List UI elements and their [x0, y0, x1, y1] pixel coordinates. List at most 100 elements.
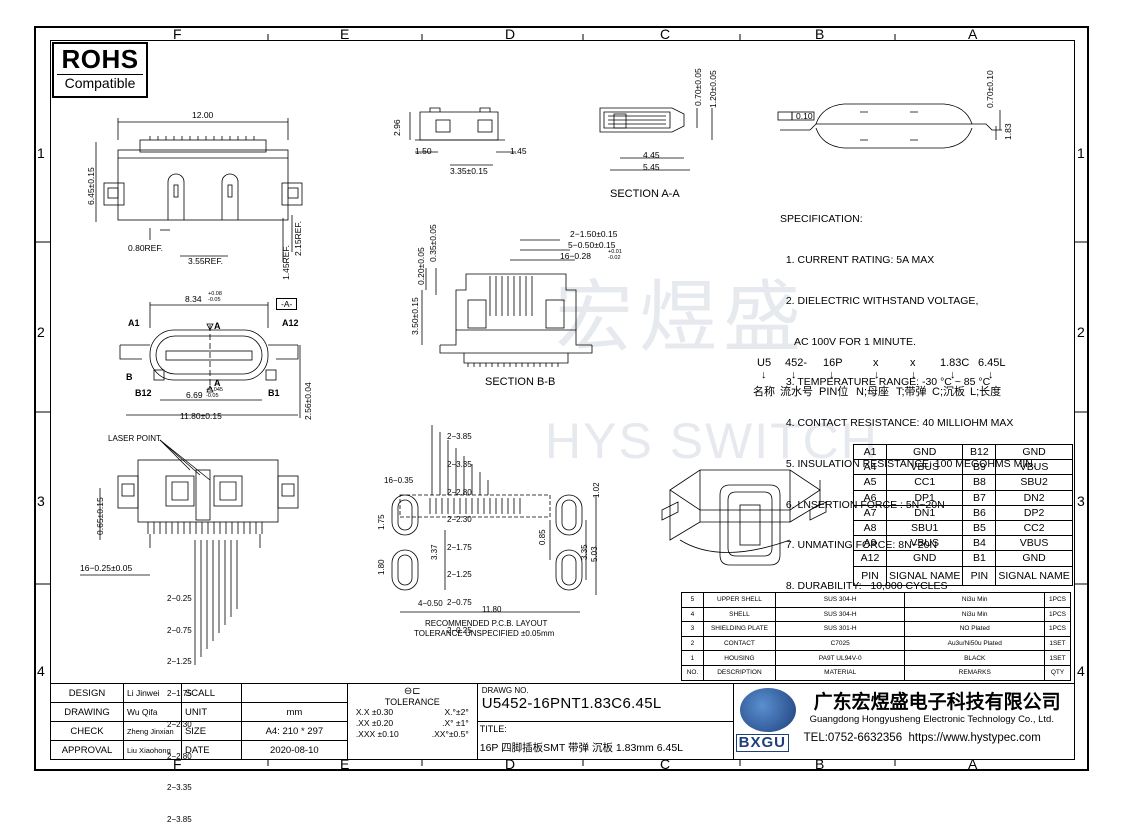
pcb-layout-tolerance: TOLERANCE UNSPECIFIED ±0.05mm: [414, 629, 555, 638]
dim-6-69-tolerance: +0.045 -0.05: [206, 387, 223, 399]
code-meaning-5: C;沉板: [932, 386, 965, 398]
section-a-a: [599, 107, 713, 171]
zone-right-2: 2: [1077, 324, 1085, 340]
material-cell: SUS 304-H: [774, 592, 906, 608]
material-cell: SHIELDING PLATE: [702, 621, 776, 637]
dim-5-03: 5.03: [590, 546, 599, 562]
section-a-mark-top: A: [214, 321, 221, 331]
top-view: [95, 118, 303, 262]
pin-cell: VBUS: [885, 459, 964, 476]
company-contact: TEL:0752-6632356 https://www.hystypec.co…: [804, 732, 1041, 744]
projection-symbol: ⊖⊏: [403, 686, 421, 697]
code-arrow-1: ↓: [791, 369, 797, 381]
dim-11-80-b: 11.80: [482, 605, 502, 614]
profile-view: [777, 103, 1002, 149]
dim-0-85: 0.85: [538, 529, 547, 545]
code-arrow-6: ↓: [988, 369, 994, 381]
code-meaning-3: N;母座: [856, 386, 889, 398]
pcb-dim-3: 2−2.30: [447, 515, 472, 525]
tb-drawing-name: Wu Qifa: [122, 702, 182, 722]
dim-1-83: 1.83: [1003, 123, 1013, 140]
pcb-dim-list: 2−3.85 2−3.35 2−2.80 2−2.30 2−1.75 2−1.2…: [447, 414, 472, 644]
pin-b12-label: B12: [135, 388, 152, 398]
spec-line-2: 2. DIELECTRIC WITHSTAND VOLTAGE,: [780, 294, 979, 307]
tb-drawing-label: DRAWING: [50, 702, 124, 722]
pin-cell: CC1: [885, 474, 964, 491]
zone-left-4: 4: [37, 663, 45, 679]
tb-title-cell: TITLE: 16P 四脚插板SMT 带弹 沉板 1.83mm 6.45L: [476, 721, 734, 760]
material-cell: Ni3u Min: [904, 606, 1045, 623]
dim-1-45: 1.45: [510, 146, 527, 156]
pin-cell: A6: [853, 489, 887, 506]
zone-top-f: F: [173, 26, 182, 42]
company-name-en: Guangdong Hongyusheng Electronic Technol…: [809, 714, 1054, 725]
pcb-dim-4: 2−1.75: [447, 542, 472, 552]
material-cell: 5: [681, 592, 704, 608]
pin-cell: SBU2: [995, 474, 1073, 491]
tb-approval-name: Liu Xiaohong: [122, 740, 182, 760]
pcb-dim-0: 2−3.85: [447, 432, 472, 442]
pin-cell: B1: [962, 550, 997, 567]
material-cell: 4: [681, 606, 704, 623]
zone-right-1: 1: [1077, 145, 1085, 161]
tb-tol-1b: X.°±2°: [444, 707, 469, 717]
pin-cell: B7: [962, 489, 997, 506]
pcb-layout-view: [391, 425, 597, 613]
dim-0-20: 0.20±0.05: [416, 247, 426, 285]
pin-cell: B5: [962, 519, 997, 537]
material-cell: 1SET: [1044, 635, 1071, 652]
dim-3-37: 3.37: [430, 544, 439, 560]
tb-title: 16P 四脚插板SMT 带弹 沉板 1.83mm 6.45L: [479, 742, 683, 754]
material-cell: HOUSING: [702, 650, 776, 666]
tb-design-name: Li Jinwei: [122, 683, 182, 703]
pin-header-cell: PIN: [962, 565, 997, 586]
dim-2-56: 2.56±0.04: [303, 382, 313, 420]
dim-12-00: 12.00: [192, 110, 214, 120]
pin-cell: A7: [853, 504, 887, 521]
zone-right-3: 3: [1077, 493, 1085, 509]
material-header-cell: REMARKS: [904, 664, 1045, 681]
tb-title-label: TITLE:: [479, 724, 507, 734]
dim-pitch-0-28: 16−0.28: [560, 251, 591, 261]
pin-cell: GND: [885, 443, 964, 461]
tb-drawing-no-cell: DRAWG NO. U5452-16PNT1.83C6.45L: [476, 683, 734, 722]
dim-0-80ref: 0.80REF.: [128, 243, 163, 253]
zone-top-c: C: [660, 26, 671, 42]
dim-6-45: 6.45±0.15: [86, 167, 96, 205]
technical-drawing-geometry: [36, 34, 1087, 766]
zone-bottom-e: E: [340, 756, 350, 772]
code-gender: x: [873, 357, 879, 369]
zone-top-a: A: [968, 26, 978, 42]
datum-a: -A-: [276, 298, 298, 310]
dim-1-20: 1.20±0.05: [708, 70, 718, 108]
dim-5-45: 5.45: [643, 162, 660, 172]
material-cell: PA9T UL94V-0: [774, 650, 906, 666]
code-meaning-0: 名称: [753, 386, 775, 398]
tb-size-value: A4: 210 * 297: [240, 721, 348, 741]
code-arrow-2: ↓: [829, 369, 835, 381]
code-u5: U5: [757, 357, 772, 369]
code-arrow-3: ↓: [874, 369, 880, 381]
tb-check-name: Zheng Jinxian: [122, 721, 182, 741]
zone-left-3: 3: [37, 493, 45, 509]
pcb-layout-title: RECOMMENDED P.C.B. LAYOUT: [425, 619, 548, 628]
code-length: 6.45L: [978, 357, 1006, 369]
dim-1-02: 1.02: [592, 482, 601, 498]
pcb-dim-2: 2−2.80: [447, 487, 472, 497]
code-sink: 1.83C: [940, 357, 970, 369]
dim-8-34: 8.34: [185, 294, 202, 304]
material-cell: 1PCS: [1044, 606, 1071, 623]
pcb-dim-7: 2−0.25: [447, 625, 472, 635]
material-header-cell: NO.: [681, 664, 704, 681]
tb-check-label: CHECK: [50, 721, 124, 741]
pin-cell: DN1: [885, 504, 964, 521]
